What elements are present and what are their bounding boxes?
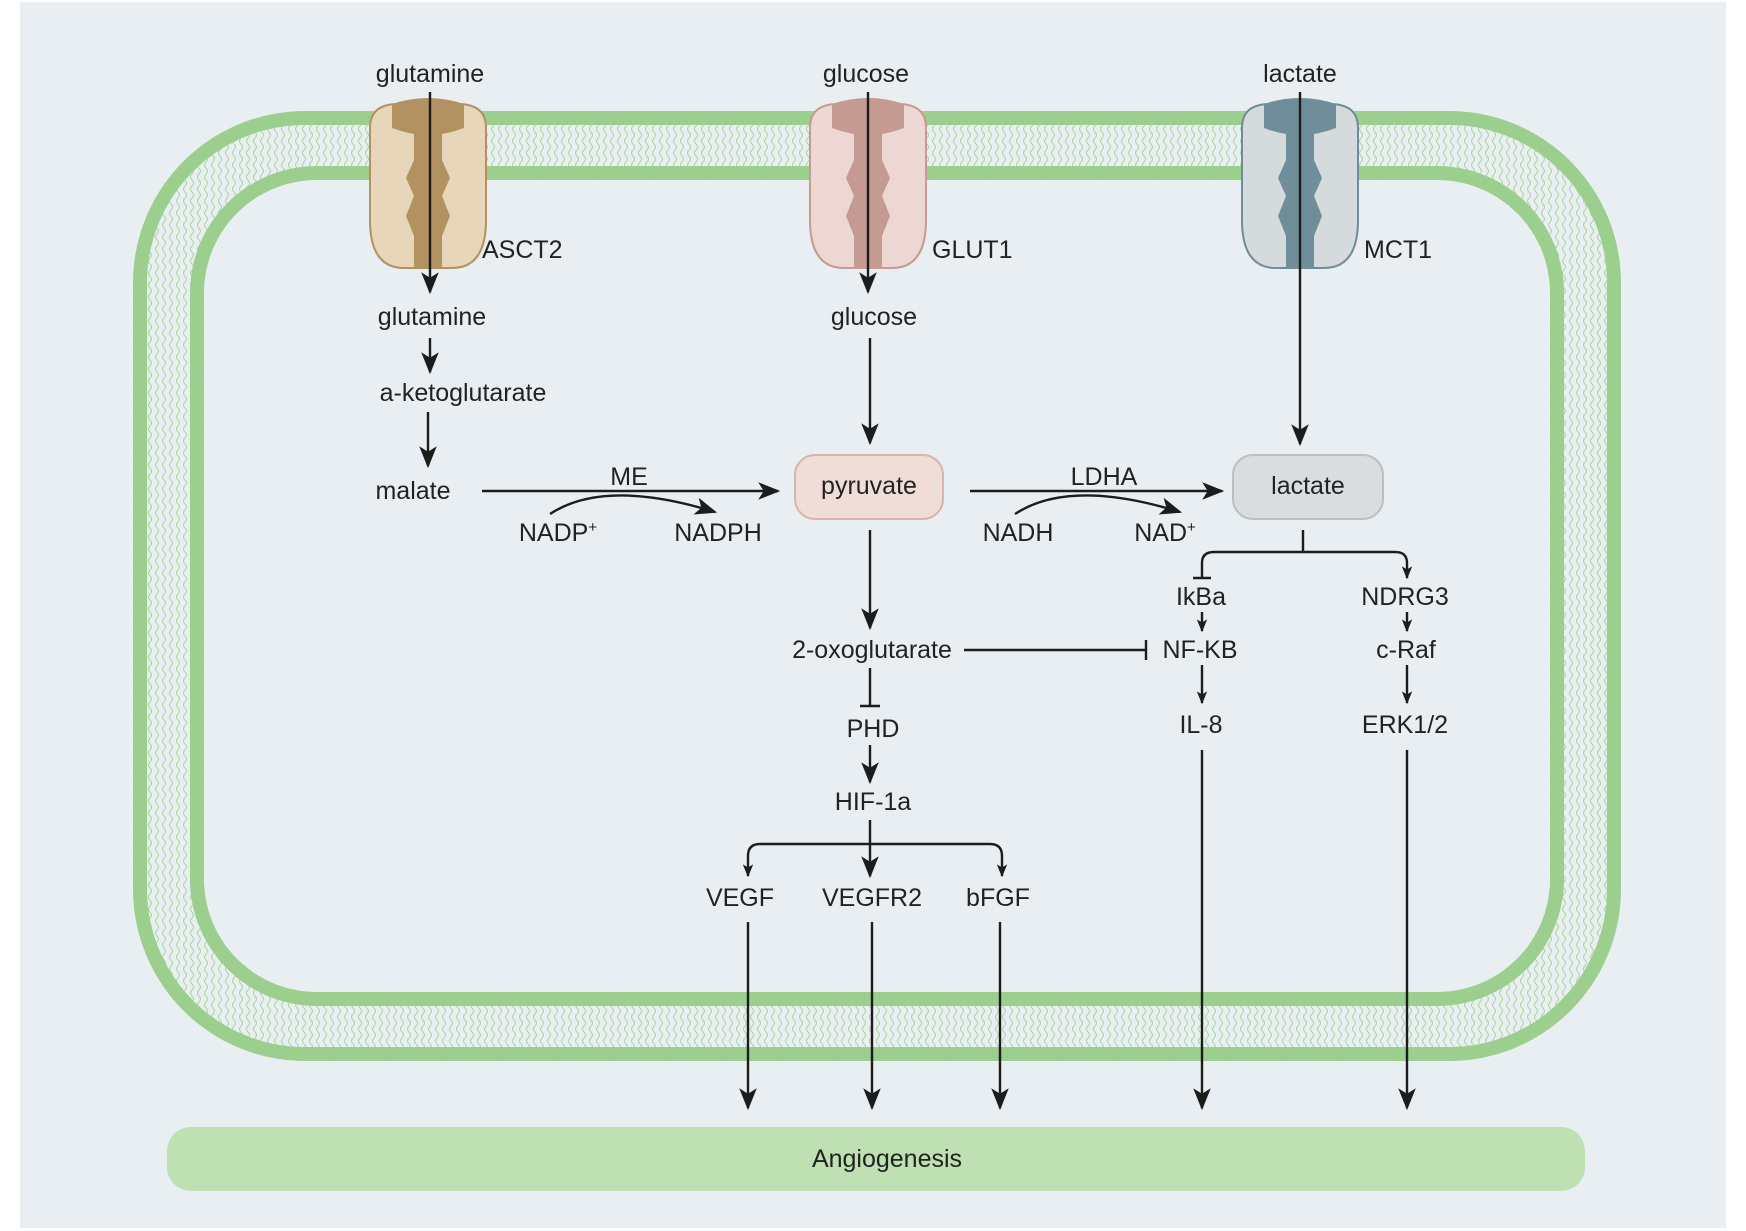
angiogenesis-bar [167, 1127, 1585, 1191]
lactate-box [1232, 454, 1384, 520]
edge-lactate-branch [1200, 530, 1407, 578]
node-pyruvate: pyruvate [821, 472, 917, 500]
node-lactate: lactate [1271, 472, 1345, 500]
substrate-lactate-outside: lactate [1263, 60, 1337, 88]
substrate-glutamine-outside: glutamine [376, 60, 484, 88]
transporter-channel-icon [369, 98, 487, 269]
cofactor-nad-sup: + [1187, 519, 1196, 536]
node-2-oxoglutarate: 2-oxoglutarate [792, 636, 952, 664]
node-ndrg3: NDRG3 [1361, 583, 1449, 611]
node-hif-1a: HIF-1a [835, 788, 912, 816]
cofactor-nad: NAD+ [1134, 519, 1196, 547]
node-ikba: IkBa [1176, 583, 1226, 611]
node-bfgf: bFGF [966, 884, 1030, 912]
edge-nadp-to-nadph [549, 494, 718, 516]
node-a-ketoglutarate: a-ketoglutarate [380, 379, 547, 407]
pathway-edges [419, 92, 1407, 1111]
angiogenesis-label: Angiogenesis [812, 1145, 962, 1173]
transporter-label-glut1: GLUT1 [932, 236, 1013, 264]
node-phd: PHD [847, 715, 900, 743]
node-nf-kb: NF-KB [1163, 636, 1238, 664]
transporter-label-mct1: MCT1 [1364, 236, 1432, 264]
node-il-8: IL-8 [1179, 711, 1222, 739]
cofactor-nadph: NADPH [674, 519, 762, 547]
cofactor-nadh: NADH [983, 519, 1054, 547]
transporter-asct2 [369, 98, 487, 269]
transporter-label-asct2: ASCT2 [482, 236, 563, 264]
node-erk1-2: ERK1/2 [1362, 711, 1448, 739]
enzyme-ldha: LDHA [1071, 463, 1138, 491]
pyruvate-box [794, 454, 944, 520]
enzyme-me: ME [610, 463, 648, 491]
edge-nadh-to-nad [1014, 494, 1183, 516]
node-vegf: VEGF [706, 884, 774, 912]
cofactor-nadp-sup: + [588, 519, 597, 536]
node-malate: malate [375, 477, 450, 505]
cofactor-nadp-text: NADP [519, 519, 588, 547]
cofactor-nad-text: NAD [1134, 519, 1187, 547]
node-glucose: glucose [831, 303, 917, 331]
node-vegfr2: VEGFR2 [822, 884, 922, 912]
edge-hif-branch [742, 842, 1008, 878]
node-c-raf: c-Raf [1376, 636, 1436, 664]
cofactor-nadp: NADP+ [519, 519, 597, 547]
substrate-glucose-outside: glucose [823, 60, 909, 88]
node-glutamine: glutamine [378, 303, 486, 331]
